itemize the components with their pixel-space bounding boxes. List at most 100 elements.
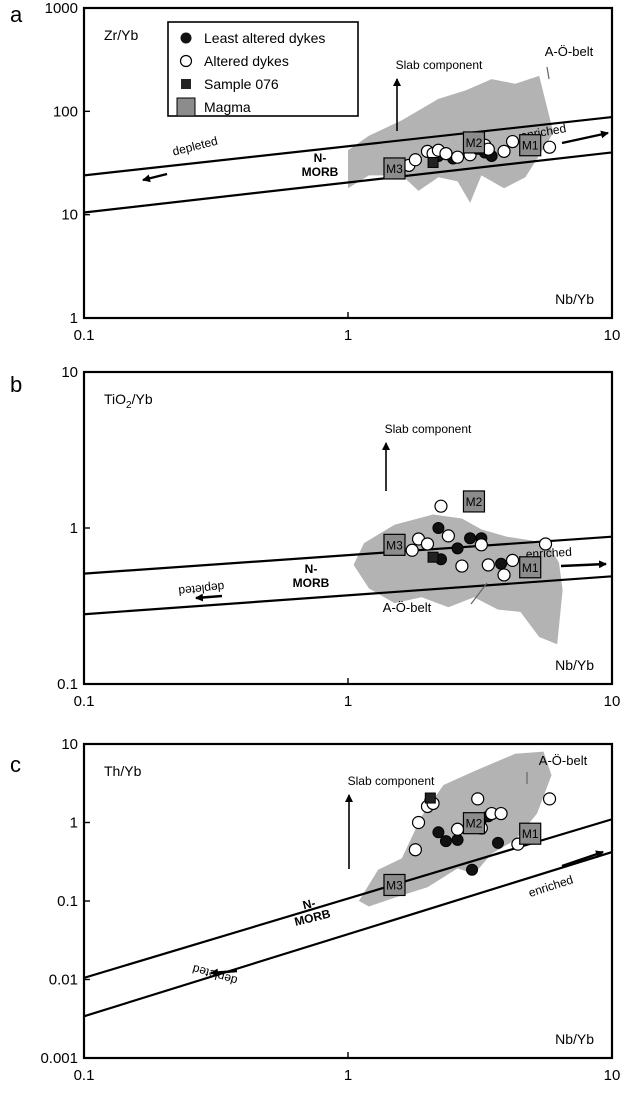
x-axis-label: Nb/Yb	[555, 291, 594, 307]
least-altered-dyke-point	[464, 532, 477, 545]
sample-076-point	[427, 156, 439, 168]
x-tick-label: 10	[604, 693, 621, 710]
morb-band-lower-line	[84, 575, 612, 616]
altered-dyke-point	[542, 792, 557, 806]
x-tick-label: 0.1	[74, 693, 95, 710]
legend-marker-grey-square	[176, 97, 196, 117]
altered-dyke-point	[494, 806, 508, 821]
legend-label: Least altered dykes	[204, 30, 325, 46]
y-axis-label: Th/Yb	[104, 763, 142, 779]
altered-dyke-point	[439, 146, 453, 161]
magma-square-m2	[462, 131, 486, 154]
y-axis-label: TiO2/Yb	[104, 391, 153, 411]
legend-label: Sample 076	[204, 76, 279, 92]
depleted-arrow	[142, 172, 168, 183]
altered-dyke-point	[405, 543, 419, 557]
y-tick-label: 1	[70, 310, 78, 327]
depleted-arrow	[210, 968, 238, 977]
x-tick-label: 10	[604, 327, 621, 344]
enriched-arrow	[561, 130, 609, 145]
sample-076-point	[427, 551, 439, 563]
magma-label-m1: M1	[522, 561, 539, 575]
depleted-label: depleted	[178, 580, 225, 599]
least-altered-dyke-point	[466, 863, 479, 876]
altered-dyke-point	[450, 822, 465, 836]
altered-dyke-point	[434, 499, 448, 513]
altered-dyke-point	[441, 529, 455, 543]
depleted-arrow	[195, 593, 223, 602]
legend-marker-filled-square	[181, 79, 191, 89]
altered-dyke-point	[408, 153, 422, 167]
enriched-arrow	[561, 850, 604, 868]
magma-square-m1	[519, 134, 542, 157]
y-axis-label-subscript: 2	[126, 400, 132, 411]
plot-frame	[82, 370, 614, 686]
n-morb-label: N-	[314, 151, 327, 165]
magma-label-m2: M2	[466, 495, 483, 509]
x-axis-label: Nb/Yb	[555, 1031, 594, 1047]
y-axis-label: Zr/Yb	[104, 27, 138, 43]
x-tick-label: 0.1	[74, 1067, 95, 1084]
altered-dyke-point	[505, 553, 520, 567]
magma-square-m3	[383, 157, 406, 180]
slab-component-label: Slab component	[348, 774, 435, 788]
least-altered-dyke-point	[492, 836, 505, 849]
n-morb-label: MORB	[293, 906, 332, 929]
x-tick-label: 1	[344, 327, 352, 344]
altered-dyke-point	[420, 537, 435, 551]
least-altered-dyke-point	[451, 833, 464, 846]
y-tick-label: 0.001	[40, 1050, 78, 1067]
altered-dyke-point	[408, 843, 422, 857]
a-o-belt-label: A-Ö-belt	[539, 753, 588, 768]
altered-dyke-point	[497, 568, 511, 582]
morb-band-upper-line	[84, 115, 612, 177]
y-axis-label-tail: /Yb	[132, 391, 153, 407]
sample-076-point	[424, 792, 436, 804]
y-tick-label: 1	[70, 520, 78, 537]
altered-dyke-point	[471, 792, 485, 806]
a-o-belt-leader	[546, 66, 550, 80]
morb-band-lower-line	[84, 851, 612, 1018]
n-morb-label: MORB	[302, 165, 339, 179]
y-tick-label: 0.01	[49, 972, 78, 989]
magma-label-m2: M2	[466, 136, 483, 150]
x-tick-label: 1	[344, 693, 352, 710]
legend-box	[167, 21, 359, 117]
least-altered-dyke-point	[432, 522, 445, 534]
morb-band-upper-line	[84, 535, 612, 575]
magma-square-m1	[519, 822, 542, 845]
panel-letter: c	[10, 752, 21, 777]
a-o-belt-label: A-Ö-belt	[383, 600, 432, 615]
magma-label-m1: M1	[522, 827, 539, 841]
magma-label-m3: M3	[386, 538, 403, 552]
y-tick-label: 100	[53, 103, 78, 120]
legend-marker-open-circle	[179, 54, 193, 68]
y-tick-label: 0.1	[57, 676, 78, 693]
n-morb-label: N-	[301, 896, 317, 913]
altered-dyke-point	[455, 559, 469, 573]
magma-label-m3: M3	[386, 162, 403, 176]
x-tick-label: 1	[344, 1067, 352, 1084]
a-o-belt-label: A-Ö-belt	[545, 44, 594, 59]
slab-component-label: Slab component	[385, 422, 472, 436]
enriched-arrow	[560, 560, 607, 569]
a-o-belt-field	[353, 514, 563, 645]
altered-dyke-point	[497, 144, 511, 158]
morb-band-lower-line	[84, 151, 612, 214]
y-tick-label: 10	[61, 736, 78, 753]
least-altered-dyke-point	[432, 826, 445, 839]
altered-dyke-point	[481, 558, 495, 572]
magma-square-m1	[519, 556, 542, 579]
magma-label-m3: M3	[386, 878, 403, 892]
morb-band-layer	[84, 115, 612, 1018]
altered-dyke-point	[538, 537, 553, 551]
altered-dyke-point	[505, 134, 520, 149]
magma-square-m3	[383, 533, 406, 556]
magma-label-m1: M1	[522, 139, 539, 153]
y-tick-label: 1	[70, 815, 78, 832]
